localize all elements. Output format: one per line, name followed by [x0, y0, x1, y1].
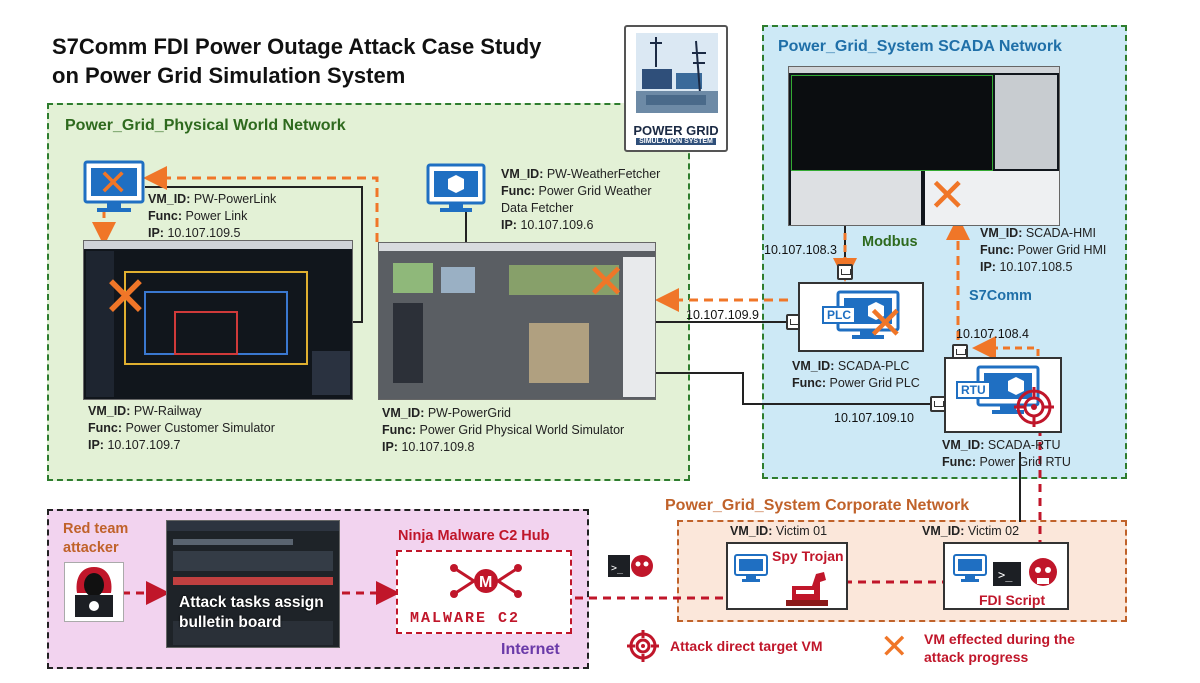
weather-monitor-icon[interactable]	[426, 163, 486, 213]
legend-target-icon	[627, 630, 659, 662]
title-line-2: on Power Grid Simulation System	[52, 63, 406, 88]
bulletin-board-label: Attack tasks assign bulletin board	[179, 594, 324, 631]
fdi-script-label: FDI Script	[979, 592, 1046, 608]
c2-logo-letter: M	[479, 574, 492, 591]
link-powerlink-railway	[145, 186, 363, 323]
c2-network-icon: M	[450, 564, 522, 598]
weather-label: VM_ID: PW-WeatherFetcher Func: Power Gri…	[501, 167, 661, 232]
powergrid-simulator-screen[interactable]	[378, 242, 656, 400]
zone-corporate-label: Power_Grid_System Corporate Network	[665, 497, 970, 514]
payload-icon: >_	[608, 555, 653, 577]
ip-rtu-s7: 10.107.108.4	[956, 327, 1029, 341]
modbus-label: Modbus	[862, 234, 918, 250]
railway-simulator-screen[interactable]	[83, 240, 353, 400]
malware-c2-logo: M MALWARE C2	[396, 550, 572, 634]
victim1-label: VM_ID: Victim 01	[730, 524, 828, 538]
hmi-label: VM_ID: SCADA-HMI Func: Power Grid HMI IP…	[980, 226, 1107, 274]
power-grid-logo: POWER GRID SIMULATION SYSTEM	[624, 25, 728, 152]
victim-01-vm[interactable]: Spy Trojan	[726, 542, 848, 610]
red-team-label: Red team attacker	[63, 521, 129, 556]
legend-effected-x-icon: ✕	[880, 627, 909, 667]
ethernet-port-icon	[837, 264, 853, 280]
svg-text:>_: >_	[998, 568, 1013, 582]
plc-badge: PLC	[822, 306, 856, 324]
s7comm-label: S7Comm	[969, 288, 1032, 304]
c2-logo-text: MALWARE C2	[410, 610, 521, 627]
hacker-avatar-icon	[64, 562, 124, 622]
effected-x-icon: ✕	[102, 265, 149, 330]
trojan-horse-icon	[786, 572, 828, 606]
powerlink-monitor-icon[interactable]	[83, 160, 145, 214]
fdi-script-icon: >_	[993, 558, 1057, 586]
railway-label: VM_ID: PW-Railway Func: Power Customer S…	[88, 404, 275, 452]
flow-powergrid-to-powerlink	[143, 166, 379, 242]
plc-label: VM_ID: SCADA-PLC Func: Power Grid PLC	[792, 359, 920, 390]
logo-text-line2: SIMULATION SYSTEM	[636, 138, 716, 145]
power-grid-logo-art	[636, 33, 718, 113]
attack-bulletin-board-screen[interactable]: Attack tasks assign bulletin board	[166, 520, 340, 648]
effected-x-icon: ✕	[98, 163, 129, 204]
rtu-badge: RTU	[956, 381, 991, 399]
attack-target-icon	[1014, 387, 1054, 427]
scada-hmi-screen[interactable]	[788, 66, 1060, 226]
ip-rtu-link: 10.107.109.10	[834, 411, 914, 425]
scada-rtu-vm[interactable]: RTU	[944, 357, 1062, 433]
spy-trojan-label: Spy Trojan	[772, 548, 844, 564]
link-powergrid-rtu	[656, 372, 932, 405]
ip-plc-modbus: 10.107.108.3	[764, 243, 837, 257]
effected-x-icon: ✕	[866, 296, 905, 350]
effected-x-icon: ✕	[928, 168, 967, 222]
zone-internet-label: Internet	[501, 641, 560, 658]
legend-effected-label: VM effected during the attack progress	[924, 631, 1075, 665]
powerlink-label: VM_ID: PW-PowerLink Func: Power Link IP:…	[148, 192, 277, 240]
logo-text-line1: POWER GRID	[633, 123, 719, 138]
rtu-label: VM_ID: SCADA-RTU Func: Power Grid RTU	[942, 438, 1071, 469]
page-title: S7Comm FDI Power Outage Attack Case Stud…	[52, 32, 612, 90]
zone-scada-label: Power_Grid_System SCADA Network	[778, 38, 1062, 55]
c2-hub-label: Ninja Malware C2 Hub	[398, 528, 550, 544]
ip-plc-link: 10.107.109.9	[686, 308, 759, 322]
legend-target-label: Attack direct target VM	[670, 638, 823, 654]
victim2-monitor-icon	[953, 554, 987, 582]
svg-text:>_: >_	[611, 563, 624, 574]
victim2-label: VM_ID: Victim 02	[922, 524, 1020, 538]
victim1-monitor-icon	[734, 554, 768, 582]
effected-x-icon: ✕	[586, 254, 627, 310]
victim-02-vm[interactable]: >_ FDI Script	[943, 542, 1069, 610]
scada-plc-vm[interactable]: PLC	[798, 282, 924, 352]
title-line-1: S7Comm FDI Power Outage Attack Case Stud…	[52, 34, 542, 59]
powergrid-label: VM_ID: PW-PowerGrid Func: Power Grid Phy…	[382, 406, 625, 454]
zone-physical-label: Power_Grid_Physical World Network	[65, 117, 346, 134]
